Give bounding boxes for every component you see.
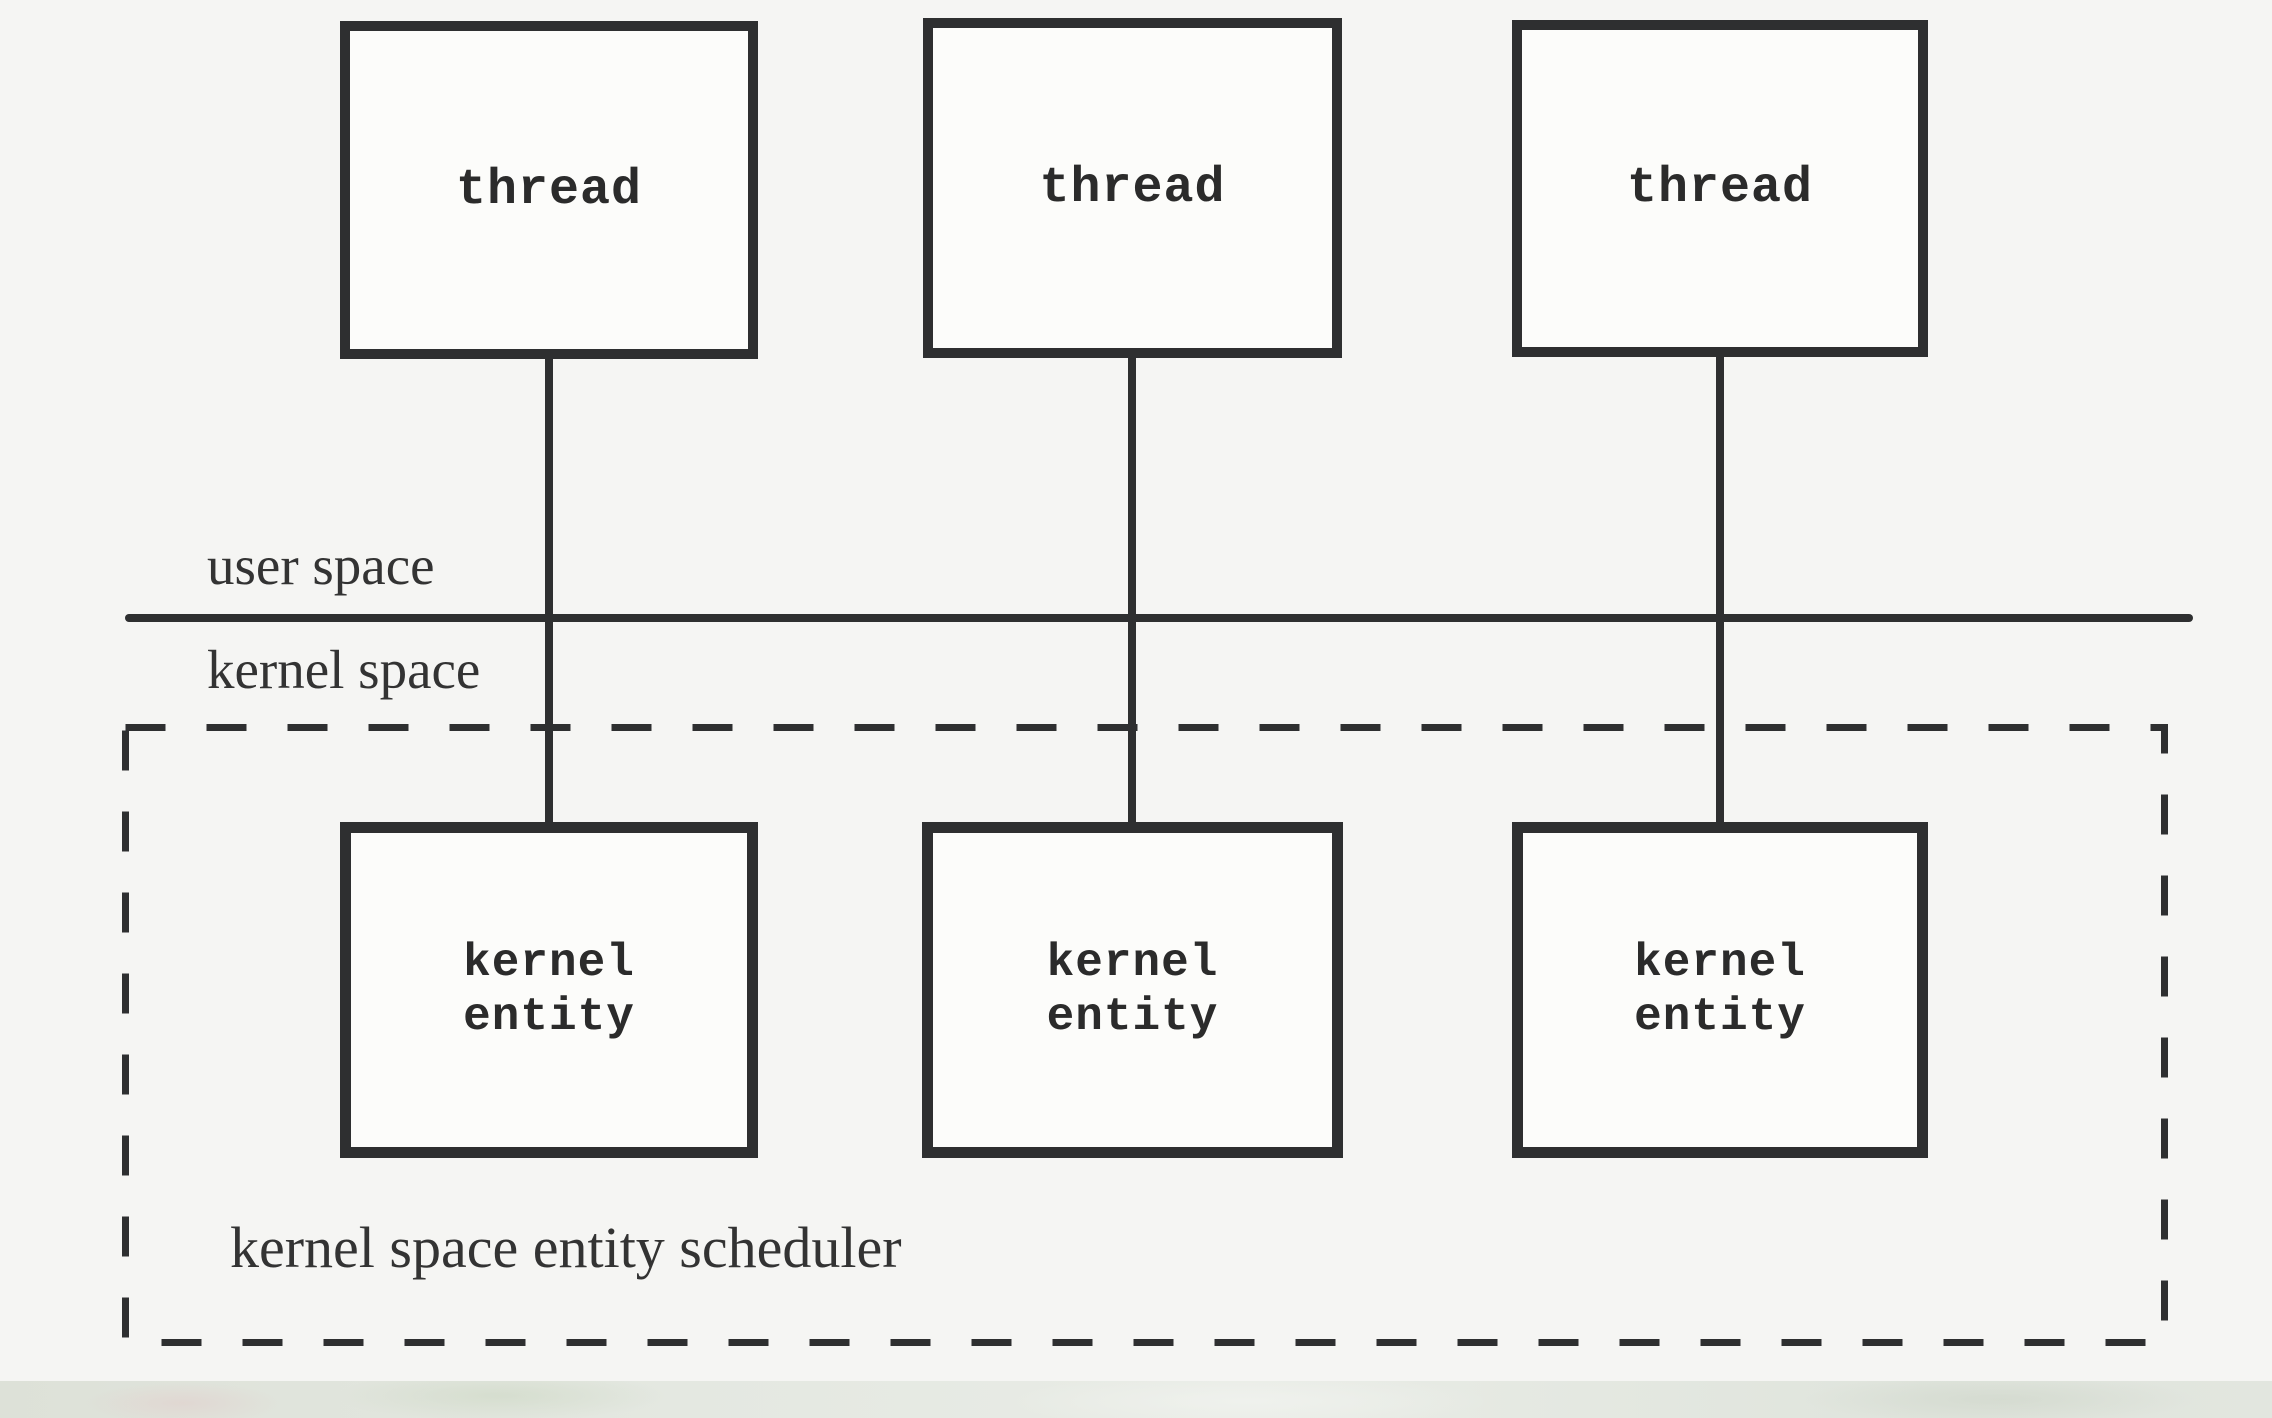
thread-label: thread bbox=[1039, 159, 1226, 217]
background-photo-band bbox=[0, 1381, 2272, 1418]
kernel-entity-label: kernel entity bbox=[463, 936, 635, 1043]
kernel-space-label: kernel space bbox=[207, 639, 481, 700]
thread-box: thread bbox=[1512, 20, 1928, 357]
thread-to-kernel-connector bbox=[545, 355, 553, 828]
kernel-entity-label: kernel entity bbox=[1634, 936, 1806, 1043]
thread-box: thread bbox=[923, 18, 1342, 358]
kernel-scheduler-dashed-region bbox=[122, 724, 2168, 1346]
kernel-entity-box: kernel entity bbox=[340, 822, 758, 1158]
thread-label: thread bbox=[455, 161, 643, 219]
kernel-entity-box: kernel entity bbox=[1512, 822, 1928, 1158]
user-space-label: user space bbox=[207, 535, 435, 596]
user-kernel-boundary-line bbox=[125, 614, 2193, 622]
thread-box: thread bbox=[340, 21, 758, 359]
kernel-entity-label: kernel entity bbox=[1046, 936, 1219, 1043]
thread-to-kernel-connector bbox=[1128, 355, 1136, 828]
kernel-entity-box: kernel entity bbox=[922, 822, 1343, 1158]
thread-label: thread bbox=[1626, 160, 1814, 217]
scheduler-label: kernel space entity scheduler bbox=[230, 1215, 902, 1280]
thread-to-kernel-connector bbox=[1716, 355, 1724, 828]
